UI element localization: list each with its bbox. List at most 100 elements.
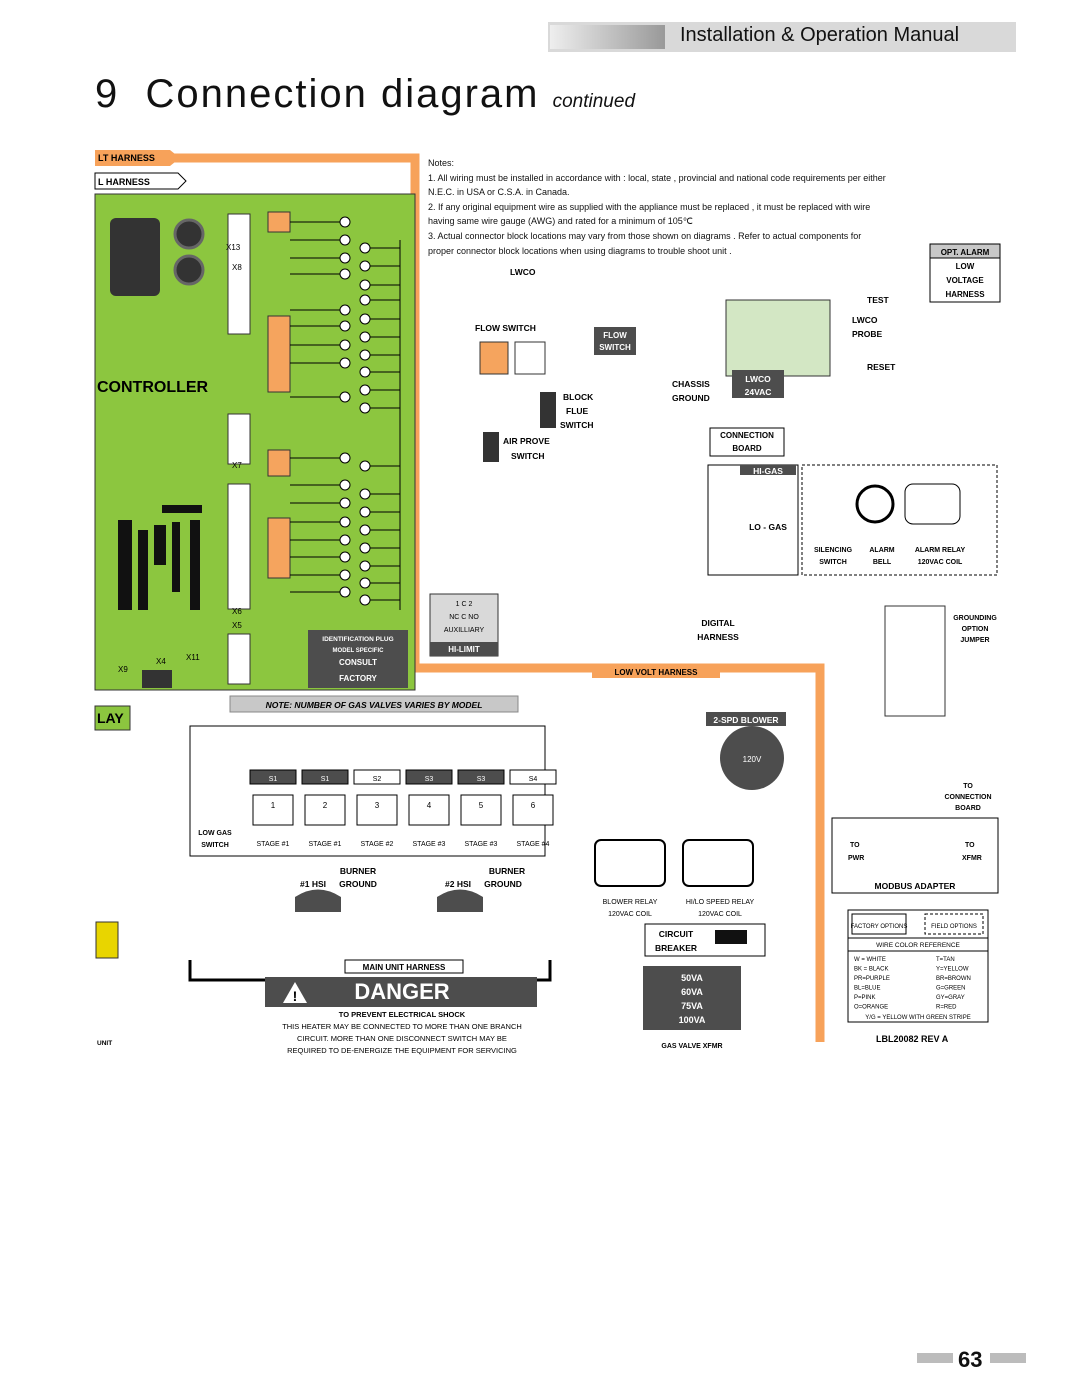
grounding-l3: JUMPER bbox=[960, 637, 989, 644]
l-harness-tab bbox=[94, 172, 187, 190]
to-xfmr-l1: TO bbox=[965, 842, 975, 849]
identification-plug bbox=[308, 630, 408, 688]
gas-valve-transformer bbox=[643, 966, 741, 1030]
breaker-icon bbox=[715, 930, 747, 944]
stage-s-box bbox=[301, 769, 349, 785]
section-subtitle: continued bbox=[552, 91, 636, 112]
gas-valve-xfmr-label: GAS VALVE XFMR bbox=[661, 1043, 722, 1050]
note-1b: N.E.C. in USA or C.S.A. in Canada. bbox=[428, 187, 570, 198]
low-volt-harness-tab bbox=[592, 664, 720, 678]
to-cb-l3: BOARD bbox=[955, 805, 981, 812]
xfmr-va-1: 50VA bbox=[681, 973, 703, 983]
modbus-adapter-label: MODBUS ADAPTER bbox=[875, 881, 956, 891]
connector-x13 bbox=[227, 213, 251, 335]
lwco-probe-l1: LWCO bbox=[852, 315, 878, 325]
stage-s-label: S3 bbox=[425, 776, 434, 783]
grounding-l2: OPTION bbox=[962, 626, 989, 633]
legend-entry: G=GREEN bbox=[936, 986, 966, 992]
chassis-label: CHASSIS bbox=[672, 379, 710, 389]
lwco-box-l1: LWCO bbox=[745, 374, 771, 384]
notes-block: Notes: 1. All wiring must be installed i… bbox=[428, 156, 993, 258]
flow-switch-label: FLOW SWITCH bbox=[475, 323, 536, 333]
ground-label: GROUND bbox=[672, 393, 710, 403]
block-flue-l3: SWITCH bbox=[560, 420, 594, 430]
hilo-relay bbox=[682, 839, 754, 887]
gas-valve-body bbox=[512, 794, 554, 826]
blower-motor bbox=[720, 726, 784, 790]
legend-entry: BL=BLUE bbox=[854, 986, 881, 992]
gas-valve-number: 5 bbox=[479, 801, 484, 810]
flow-switch-connector bbox=[479, 341, 509, 375]
stages-frame bbox=[189, 725, 546, 857]
warning-icon-mark: ! bbox=[293, 988, 298, 1004]
controller-knob bbox=[173, 254, 205, 286]
xfmr-va-3: 75VA bbox=[681, 1001, 703, 1011]
circuit-breaker-l1: CIRCUIT bbox=[659, 929, 694, 939]
id-plug-line3: CONSULT bbox=[339, 658, 377, 667]
label-x6: X6 bbox=[232, 607, 242, 616]
connector-x7 bbox=[227, 413, 251, 465]
connector-plug bbox=[267, 315, 291, 393]
hilo-relay-l2: 120VAC COIL bbox=[698, 911, 742, 918]
hi-gas-label: HI-GAS bbox=[753, 466, 783, 476]
digital-harness-l1: DIGITAL bbox=[701, 618, 734, 628]
modbus-board bbox=[884, 605, 946, 717]
relay-tab-label: LAY bbox=[97, 710, 124, 726]
lt-harness-label: LT HARNESS bbox=[98, 153, 155, 163]
connector-x5 bbox=[227, 633, 251, 685]
field-options-label: FIELD OPTIONS bbox=[931, 924, 977, 930]
relay-board bbox=[94, 705, 131, 731]
burner2-l2: #2 HSI bbox=[445, 879, 471, 889]
legend-entry: W = WHITE bbox=[854, 957, 886, 963]
legend-entry: O=ORANGE bbox=[854, 1005, 888, 1011]
stage-s-label: S1 bbox=[269, 776, 278, 783]
connector-plug bbox=[267, 211, 291, 233]
connection-board-l2: BOARD bbox=[732, 444, 762, 453]
legend-entry: T=TAN bbox=[936, 957, 955, 963]
alarm-relay-icon bbox=[904, 483, 961, 525]
lo-gas-label: LO - GAS bbox=[749, 522, 787, 532]
danger-line3: CIRCUIT. MORE THAN ONE DISCONNECT SWITCH… bbox=[297, 1034, 507, 1043]
gas-valve-body bbox=[356, 794, 398, 826]
xfmr-va-2: 60VA bbox=[681, 987, 703, 997]
burner1-l3: GROUND bbox=[339, 879, 377, 889]
hilo-relay-l1: HI/LO SPEED RELAY bbox=[686, 899, 755, 906]
legend-title: WIRE COLOR REFERENCE bbox=[876, 942, 960, 949]
gas-valve-number: 4 bbox=[427, 801, 432, 810]
legend-entry: Y=YELLOW bbox=[936, 967, 969, 973]
hi-limit-header bbox=[430, 642, 498, 656]
connection-board-box bbox=[709, 427, 785, 457]
stage-label: STAGE #2 bbox=[361, 841, 394, 848]
gas-valves-box bbox=[707, 464, 799, 576]
lt-harness-tab bbox=[95, 150, 180, 166]
page-number: 63 bbox=[958, 1347, 983, 1372]
opt-alarm-l2: LOW bbox=[956, 262, 975, 271]
alarm-bell-l2: BELL bbox=[873, 559, 892, 566]
burner1-l1: BURNER bbox=[340, 866, 376, 876]
alarm-relay-l2: 120VAC COIL bbox=[918, 559, 963, 566]
digital-harness-l2: HARNESS bbox=[697, 632, 739, 642]
stage-s-box bbox=[249, 769, 297, 785]
connector-plug bbox=[267, 517, 291, 579]
label-x11: X11 bbox=[186, 653, 200, 662]
circuit-breaker-box bbox=[644, 923, 766, 957]
lwco-label: LWCO bbox=[510, 267, 536, 277]
id-plug-line2: MODEL SPECIFIC bbox=[333, 648, 385, 654]
blower-header bbox=[706, 712, 786, 726]
test-label: TEST bbox=[867, 295, 890, 305]
silencing-l1: SILENCING bbox=[814, 547, 853, 554]
modbus-adapter-box bbox=[831, 817, 999, 894]
danger-line4: REQUIRED TO DE-ENERGIZE THE EQUIPMENT FO… bbox=[287, 1046, 517, 1055]
note-3a: 3. Actual connector block locations may … bbox=[428, 230, 862, 241]
opt-alarm-header bbox=[929, 243, 1001, 259]
hsi1-igniter bbox=[295, 889, 341, 912]
blower-voltage: 120V bbox=[743, 755, 762, 764]
low-volt-harness-label: LOW VOLT HARNESS bbox=[615, 668, 699, 677]
gas-valve-number: 2 bbox=[323, 801, 328, 810]
gas-valve-stages bbox=[189, 725, 546, 857]
to-pwr-l2: PWR bbox=[848, 855, 864, 862]
id-plug-line4: FACTORY bbox=[339, 674, 377, 683]
flow-switch-box bbox=[594, 327, 636, 355]
flow-switch-box-l1: FLOW bbox=[603, 331, 627, 340]
